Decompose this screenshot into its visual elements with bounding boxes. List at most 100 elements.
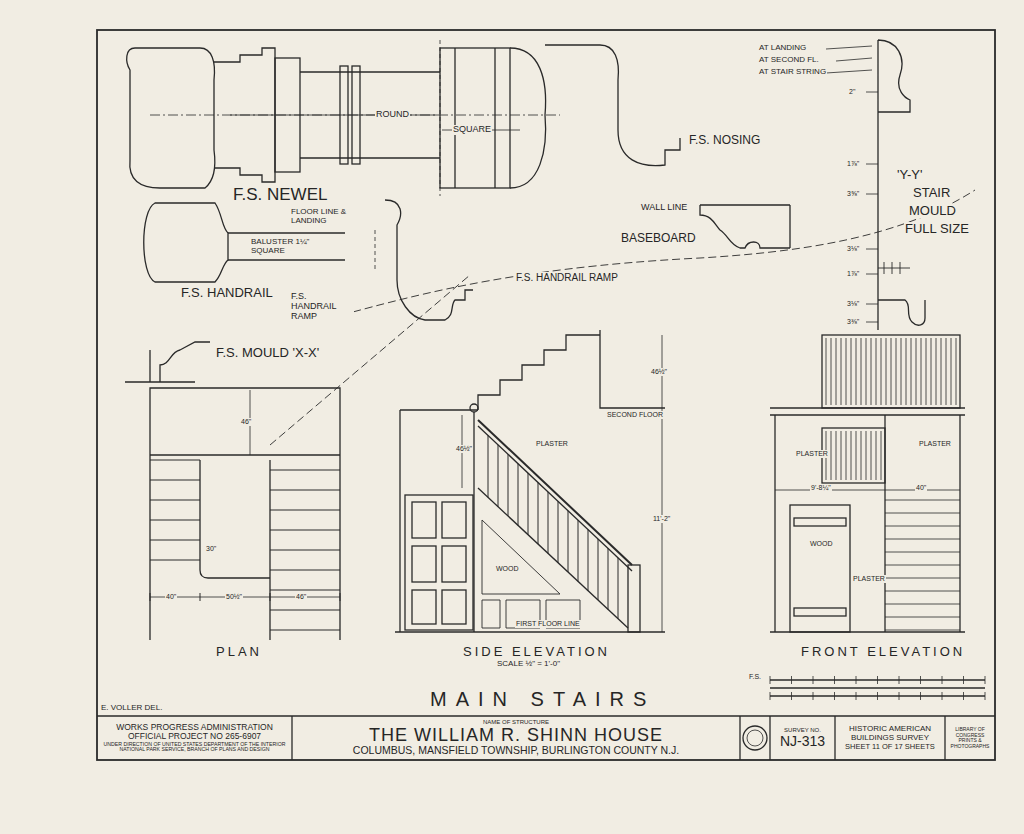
title-block-text: LIBRARY OF CONGRESS [948, 727, 992, 738]
drawing-line [856, 676, 857, 684]
drawing-label: 46½" [455, 445, 473, 453]
drawing-line [851, 338, 852, 405]
drawing-label: 50½" [225, 593, 243, 601]
drawing-line [791, 676, 792, 684]
drawing-line [901, 338, 902, 405]
drawing-label: SIDE ELEVATION [462, 645, 611, 659]
drawing-line [946, 338, 947, 405]
title-block-text: NJ-313 [780, 734, 825, 749]
drawing-line [558, 501, 559, 562]
title-block-text: COLUMBUS, MANSFIELD TOWNSHIP, BURLINGTON… [353, 745, 679, 757]
drawing-line [831, 338, 832, 405]
drawing-line [598, 539, 599, 600]
drawing-line [877, 692, 878, 700]
drawing-line [150, 480, 200, 481]
drawing-line [528, 473, 529, 535]
drawing-line [548, 492, 549, 553]
drawing-line [885, 630, 960, 631]
drawing-line [578, 520, 579, 581]
title-block-text: THE WILLIAM R. SHINN HOUSE [369, 726, 663, 746]
drawing-label: 11'-2" [652, 515, 671, 523]
drawing-line [876, 431, 877, 480]
drawing-line [885, 617, 960, 618]
drawing-label: WOOD [495, 565, 520, 573]
drawing-line [951, 338, 952, 405]
drawing-line [813, 676, 814, 684]
drawing-label: 30" [205, 545, 217, 553]
drawing-label: F.S. HANDRAIL [180, 286, 274, 300]
drawing-label: PLAN [215, 645, 263, 659]
drawing-line [270, 470, 340, 471]
title-block-cell: NAME OF STRUCTURETHE WILLIAM R. SHINN HO… [292, 716, 740, 760]
drawing-label: 1⅞" [846, 270, 860, 278]
drawing-label: 2" [848, 88, 856, 96]
drawing-label: SQUARE [452, 125, 492, 135]
drawing-line [885, 578, 960, 579]
drawing-line [926, 338, 927, 405]
drawing-line [846, 431, 847, 480]
drawing-line [861, 431, 862, 480]
drawing-label: F.S. [748, 673, 762, 681]
drawing-line [538, 482, 539, 544]
drawing-line [488, 435, 489, 497]
drawing-label: MOULD [908, 204, 957, 218]
drawing-line [885, 565, 960, 566]
drawing-line [836, 431, 837, 480]
drawing-label: PLASTER [852, 575, 886, 583]
drawing-line [885, 604, 960, 605]
drawing-line [270, 550, 340, 551]
drawing-line [899, 676, 900, 684]
drawing-label: F.S. HANDRAIL RAMP [515, 272, 619, 283]
drawing-line [518, 464, 519, 526]
drawing-line [568, 511, 569, 572]
drawing-line [834, 676, 835, 684]
drawing-line [891, 338, 892, 405]
drawing-line [876, 338, 877, 405]
drawing-line [911, 338, 912, 405]
drawing-line [498, 445, 499, 507]
drawing-line [836, 338, 837, 405]
drawing-line [150, 560, 200, 561]
drawing-label: PLASTER [535, 440, 569, 448]
drawing-label: WALL LINE [640, 203, 688, 213]
drawing-line [588, 530, 589, 591]
sheet-title: MAIN STAIRS [430, 688, 655, 711]
drawing-label: FIRST FLOOR LINE [515, 620, 581, 628]
drawing-line [770, 692, 771, 700]
drawing-line [942, 676, 943, 684]
title-block-cell: LIBRARY OF CONGRESSPRINTS & PHOTOGRAPHS [945, 716, 995, 760]
drawing-line [270, 510, 340, 511]
drawing-label: 'Y-Y' [896, 168, 923, 182]
title-block-text: PRINTS & PHOTOGRAPHS [948, 738, 992, 749]
drawing-label: AT LANDING [758, 44, 807, 53]
drawing-line [618, 558, 619, 619]
drawing-line [931, 338, 932, 405]
drawing-line [856, 692, 857, 700]
drawing-line [813, 692, 814, 700]
drawing-line [841, 338, 842, 405]
drawing-label: FRONT ELEVATION [800, 645, 966, 659]
drawing-line [270, 610, 340, 611]
drawing-line [150, 520, 200, 521]
drawing-line [920, 692, 921, 700]
drawing-label: 1⅞" [846, 160, 860, 168]
drawing-label: 3⅛" [846, 245, 860, 253]
drawing-label: FLOOR LINE & LANDING [290, 208, 372, 226]
drawing-line [270, 630, 340, 631]
title-block-text: OFFICIAL PROJECT NO 265-6907 [128, 732, 261, 741]
drawing-line [150, 500, 200, 501]
drawing-line [834, 692, 835, 700]
drawing-label: PLASTER [918, 440, 952, 448]
title-block-text: NAME OF STRUCTURE [483, 719, 549, 726]
drawing-line [936, 338, 937, 405]
drawing-line [270, 530, 340, 531]
drawing-line [881, 431, 882, 480]
drawing-label: E. VOLLER DEL. [100, 704, 163, 713]
drawing-line [956, 338, 957, 405]
drawing-label: STAIR [912, 186, 951, 200]
drawing-line [866, 431, 867, 480]
drawing-line [885, 513, 960, 514]
title-block-text: SURVEY NO. [784, 727, 821, 734]
title-block-text: HISTORIC AMERICAN BUILDINGS SURVEY [838, 725, 942, 743]
drawing-label: F.S. NEWEL [232, 186, 328, 205]
